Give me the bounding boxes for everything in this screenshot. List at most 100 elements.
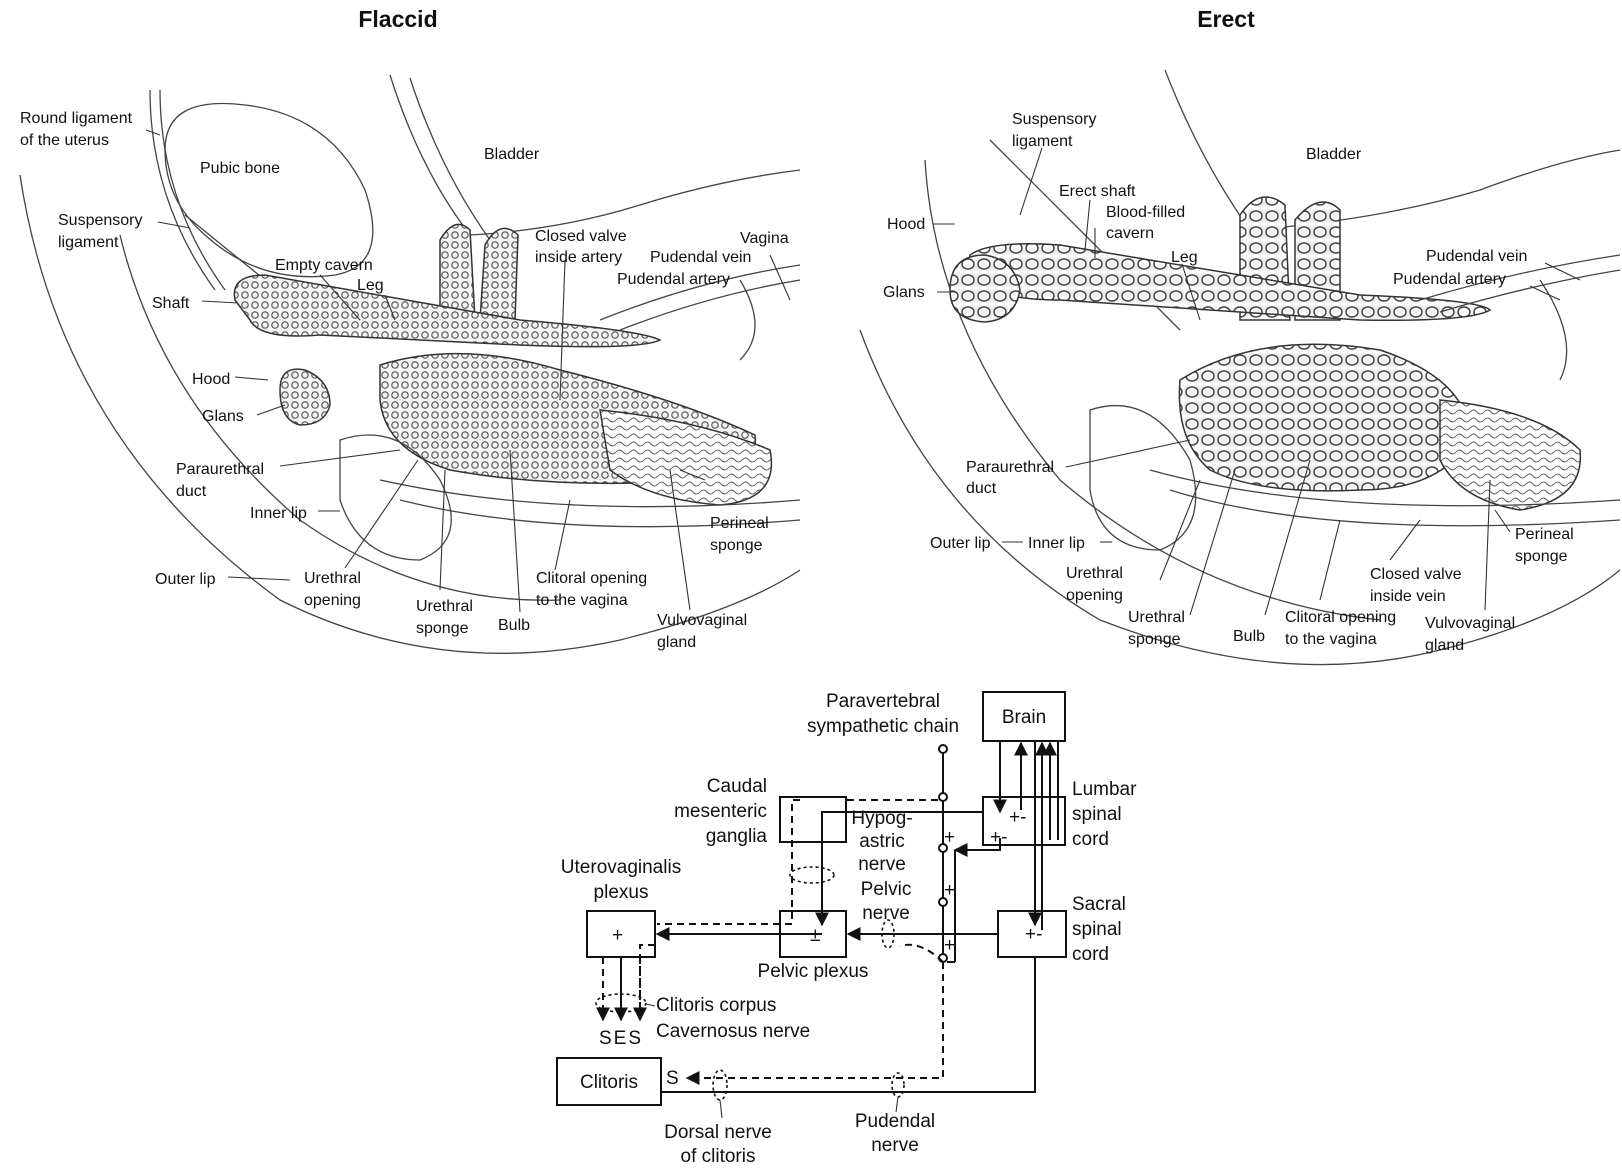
c-corpus-1: Clitoris corpus (656, 995, 776, 1016)
e-hood: Hood (887, 216, 925, 233)
f-closed-valve-1: Closed valve (535, 228, 627, 245)
f-leg: Leg (357, 277, 384, 294)
flaccid-leg-upper (440, 224, 475, 320)
circuit-diagram (557, 692, 1066, 1118)
e-suspensory-2: ligament (1012, 133, 1073, 150)
chain-plus-2: + (944, 880, 955, 901)
e-inner-lip: Inner lip (1028, 535, 1085, 552)
erect-illustration (860, 70, 1620, 665)
e-urethral-opening-2: opening (1066, 587, 1123, 604)
f-round-ligament-2: of the uterus (20, 132, 109, 149)
c-uterovaginalis-1: Uterovaginalis (561, 857, 681, 878)
f-glans: Glans (202, 408, 244, 425)
flaccid-vulvovaginal (600, 410, 771, 505)
e-blood-cavern-2: cavern (1106, 225, 1154, 242)
e-pudendal-artery: Pudendal artery (1393, 271, 1506, 288)
c-ses: SES (599, 1028, 643, 1049)
pubic-bone-shape (165, 103, 373, 276)
round-ligament (150, 90, 225, 290)
f-clitoral-opening-2: to the vagina (536, 592, 628, 609)
f-pudendal-vein: Pudendal vein (650, 249, 751, 266)
chain-node-top (939, 745, 947, 753)
c-hypogastric-1: Hypog- (851, 808, 912, 829)
caudal-ganglia-box (780, 797, 846, 842)
chain-node-1 (939, 793, 947, 801)
e-urethral-sponge-1: Urethral (1128, 609, 1185, 626)
f-closed-valve-2: inside artery (535, 249, 622, 266)
flaccid-illustration (20, 75, 800, 653)
bladder-outline-2 (410, 78, 490, 240)
c-s-mark: S (666, 1068, 679, 1089)
flaccid-glans (280, 369, 330, 425)
lumbar-sign-1: +- (1009, 807, 1026, 828)
e-bladder: Bladder (1306, 146, 1362, 163)
e-erect-shaft: Erect shaft (1059, 183, 1136, 200)
f-pudendal-artery: Pudendal artery (617, 271, 730, 288)
plexus-sign: ± (810, 925, 820, 946)
f-bladder: Bladder (484, 146, 540, 163)
f-hood: Hood (192, 371, 230, 388)
lumbar-sign-2: +- (990, 827, 1007, 848)
e-urethral-sponge-2: sponge (1128, 631, 1181, 648)
f-outer-lip: Outer lip (155, 571, 216, 588)
f-perineal-1: Perineal (710, 515, 769, 532)
c-caudal-2: mesenteric (674, 801, 767, 822)
erect-bladder-outline (1165, 70, 1620, 230)
f-vagina: Vagina (740, 230, 789, 247)
e-leg: Leg (1171, 249, 1198, 266)
c-hypogastric-3: nerve (858, 854, 906, 875)
c-dorsal-1: Dorsal nerve (664, 1122, 772, 1143)
c-pudendal-1: Pudendal (855, 1111, 935, 1132)
e-closed-valve-2: inside vein (1370, 588, 1446, 605)
c-sacral-1: Sacral (1072, 894, 1126, 915)
e-closed-valve-1: Closed valve (1370, 566, 1462, 583)
bladder-outline (390, 75, 800, 235)
e-clitoral-opening-1: Clitoral opening (1285, 609, 1396, 626)
uterovaginalis-sign: + (612, 925, 623, 946)
e-perineal-1: Perineal (1515, 526, 1574, 543)
sacral-sign: +- (1025, 924, 1042, 945)
erect-vulvovaginal (1440, 400, 1580, 510)
e-vulvovaginal-1: Vulvovaginal (1425, 615, 1515, 632)
e-glans: Glans (883, 284, 925, 301)
f-suspensory-2: ligament (58, 234, 119, 251)
chain-plus-1: + (944, 827, 955, 848)
f-inner-lip: Inner lip (250, 505, 307, 522)
e-urethral-opening-1: Urethral (1066, 565, 1123, 582)
c-uterovaginalis-2: plexus (594, 882, 649, 903)
hypogastric-ring (790, 867, 834, 883)
pudendal-nerve-ring (892, 1073, 904, 1097)
flaccid-title: Flaccid (358, 6, 437, 32)
erect-title: Erect (1197, 6, 1255, 32)
c-caudal-3: ganglia (706, 826, 768, 847)
c-hypogastric-2: astric (859, 831, 904, 852)
f-clitoral-opening-1: Clitoral opening (536, 570, 647, 587)
c-paravertebral-2: sympathetic chain (807, 716, 959, 737)
c-lumbar-1: Lumbar (1072, 779, 1137, 800)
e-pudendal-vein: Pudendal vein (1426, 248, 1527, 265)
c-dorsal-2: of clitoris (681, 1146, 756, 1167)
c-lumbar-3: cord (1072, 829, 1109, 850)
f-paraurethral-1: Paraurethral (176, 461, 264, 478)
f-paraurethral-2: duct (176, 483, 207, 500)
c-clitoris: Clitoris (580, 1072, 638, 1093)
e-bulb: Bulb (1233, 628, 1265, 645)
dorsal-nerve-ring (713, 1070, 727, 1100)
f-shaft: Shaft (152, 295, 190, 312)
erect-bulb (1179, 344, 1470, 491)
flaccid-leg-upper-2 (480, 228, 518, 320)
c-brain: Brain (1002, 707, 1046, 728)
c-sacral-2: spinal (1072, 919, 1122, 940)
f-round-ligament-1: Round ligament (20, 110, 133, 127)
f-vulvovaginal-1: Vulvovaginal (657, 612, 747, 629)
f-pubic-bone: Pubic bone (200, 160, 280, 177)
e-vulvovaginal-2: gland (1425, 637, 1464, 654)
c-paravertebral-1: Paravertebral (826, 691, 940, 712)
c-corpus-2: Cavernosus nerve (656, 1021, 810, 1042)
c-pelvic-plexus: Pelvic plexus (758, 961, 869, 982)
c-pudendal-2: nerve (871, 1135, 919, 1156)
c-pelvic-nerve-1: Pelvic (861, 879, 912, 900)
f-perineal-2: sponge (710, 537, 763, 554)
f-urethral-opening-1: Urethral (304, 570, 361, 587)
